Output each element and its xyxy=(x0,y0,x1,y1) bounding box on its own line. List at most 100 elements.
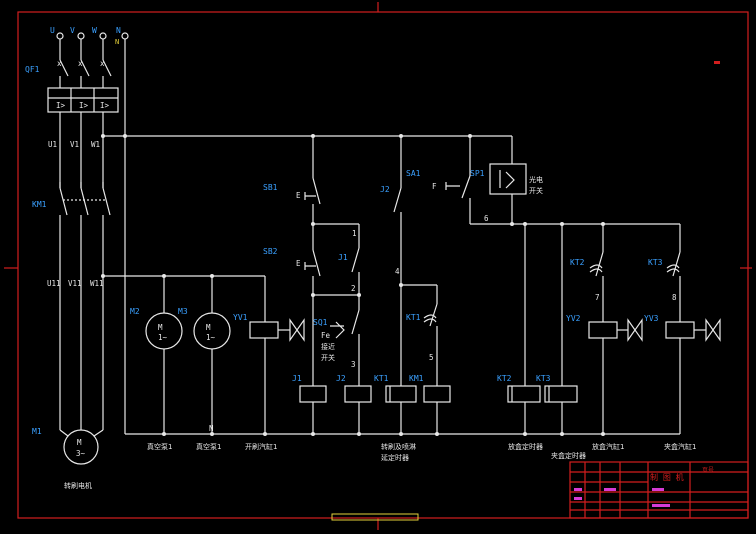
label-v1: V1 xyxy=(70,140,79,149)
motor-m3 xyxy=(193,312,231,350)
coil-j1 xyxy=(299,385,327,403)
desc-kt2: 放盒定时器 xyxy=(508,442,543,451)
coil-kt3 xyxy=(544,385,578,403)
label-yv2: YV2 xyxy=(566,314,581,323)
desc-pump2: 真空泵1 xyxy=(196,442,221,451)
node-8: 8 xyxy=(672,293,677,302)
label-coil-j1: J1 xyxy=(292,374,302,383)
timer-branch: J2 4 KT1 5 KT1 KM1 转刷及喷淋 延定时器 xyxy=(374,136,451,462)
label-w: W xyxy=(92,26,97,35)
coil-km1 xyxy=(423,385,451,403)
node-7: 7 xyxy=(595,293,600,302)
title-block-sheet: 页号 xyxy=(702,467,714,474)
solenoid-yv1-coil xyxy=(249,321,279,339)
desc-yv2: 放盒汽缸1 xyxy=(592,442,624,451)
desc-yv1: 开刷汽缸1 xyxy=(245,442,277,451)
label-kt1-contact: KT1 xyxy=(406,313,421,322)
label-n-bottom: N xyxy=(209,424,214,433)
motor-m3-symbol: M xyxy=(206,323,211,332)
label-qf1: QF1 xyxy=(25,65,40,74)
motor-m2 xyxy=(145,312,183,350)
svg-text:I>: I> xyxy=(56,101,66,110)
label-w1: W1 xyxy=(91,140,100,149)
node-4: 4 xyxy=(395,267,400,276)
desc-sp1-b: 开关 xyxy=(529,186,543,195)
terminal-n xyxy=(121,32,129,40)
label-j1-contact: J1 xyxy=(338,253,348,262)
relay-branch: SB1 E SB2 E J1 1 2 SQ1 Fe 接近 开关 3 J1 J2 xyxy=(263,136,372,434)
desc-kt3: 夹盒定时器 xyxy=(551,451,586,460)
svg-text:I>: I> xyxy=(79,101,89,110)
label-u11: U11 xyxy=(47,279,61,288)
motor-m1-sub: 3~ xyxy=(76,449,86,458)
motor-m1 xyxy=(63,429,99,465)
qf1-breaker xyxy=(47,87,119,113)
label-sp1: SP1 xyxy=(470,169,485,178)
label-j2-contact: J2 xyxy=(380,185,390,194)
motor-m1-symbol: M xyxy=(77,438,82,447)
desc-sq1-b: 开关 xyxy=(321,353,335,362)
desc-sp1-a: 光电 xyxy=(529,175,543,184)
proximity-sensor-icon xyxy=(330,321,345,339)
svg-text:x: x xyxy=(57,59,62,68)
desc-kt1-b: 延定时器 xyxy=(381,453,409,462)
note-sq1: Fe xyxy=(321,331,331,340)
label-m2: M2 xyxy=(130,307,140,316)
node-1: 1 xyxy=(352,229,357,238)
valve-yv1-icon xyxy=(289,318,305,342)
desc-yv3: 夹盒汽缸1 xyxy=(664,442,696,451)
title-block: 制 图 机 页号 xyxy=(569,461,749,519)
note-sb2: E xyxy=(296,259,301,268)
sensor-branch: SA1 F SP1 光电 开关 6 xyxy=(406,134,680,226)
motor-m2-symbol: M xyxy=(158,323,163,332)
label-v: V xyxy=(70,26,75,35)
label-m3: M3 xyxy=(178,307,188,316)
label-kt2-contact: KT2 xyxy=(570,258,585,267)
motor-m2-sub: 1~ xyxy=(158,333,168,342)
svg-text:x: x xyxy=(78,59,83,68)
node-2: 2 xyxy=(351,284,356,293)
desc-sq1-a: 接近 xyxy=(321,342,335,351)
label-coil-kt1: KT1 xyxy=(374,374,389,383)
label-sa1: SA1 xyxy=(406,169,421,178)
label-n-yellow: N xyxy=(115,38,119,46)
desc-m1: 转刷电机 xyxy=(64,481,92,490)
label-coil-j2: J2 xyxy=(336,374,346,383)
label-coil-km1: KM1 xyxy=(409,374,424,383)
valve-yv2-icon xyxy=(627,318,643,342)
photo-switch-sp1 xyxy=(489,163,527,195)
title-block-name: 制 图 机 xyxy=(650,472,684,482)
label-sq1: SQ1 xyxy=(313,318,328,327)
node-5: 5 xyxy=(429,353,434,362)
label-w11: W11 xyxy=(90,279,104,288)
coil-j2 xyxy=(344,385,372,403)
pump-motors: M 1~ M2 M 1~ M3 YV1 真空泵1 真空泵1 N 开刷汽缸1 xyxy=(130,276,305,451)
svg-text:I>: I> xyxy=(100,101,110,110)
solenoid-yv2-coil xyxy=(588,321,618,339)
solenoid-yv3-coil xyxy=(665,321,695,339)
desc-kt1-a: 转刷及喷淋 xyxy=(381,442,416,451)
label-coil-kt3: KT3 xyxy=(536,374,551,383)
label-sb2: SB2 xyxy=(263,247,278,256)
label-m1: M1 xyxy=(32,427,42,436)
terminal-u xyxy=(56,32,64,40)
valve-yv3-icon xyxy=(705,318,721,342)
label-v11: V11 xyxy=(68,279,82,288)
node-3: 3 xyxy=(351,360,356,369)
control-bus xyxy=(101,134,680,436)
terminal-v xyxy=(77,32,85,40)
node-6: 6 xyxy=(484,214,489,223)
label-kt3-contact: KT3 xyxy=(648,258,663,267)
drawing-frame xyxy=(4,2,752,530)
label-yv1: YV1 xyxy=(233,313,248,322)
label-u1: U1 xyxy=(48,140,57,149)
desc-pump1: 真空泵1 xyxy=(147,442,172,451)
note-sb1: E xyxy=(296,191,301,200)
cylinder-branch: KT2 KT3 放盒定时器 夹盒定时器 KT2 7 YV2 放盒汽缸1 KT3 … xyxy=(497,224,721,460)
label-n: N xyxy=(116,26,121,35)
motor-m3-sub: 1~ xyxy=(206,333,216,342)
note-sa1: F xyxy=(432,182,437,191)
